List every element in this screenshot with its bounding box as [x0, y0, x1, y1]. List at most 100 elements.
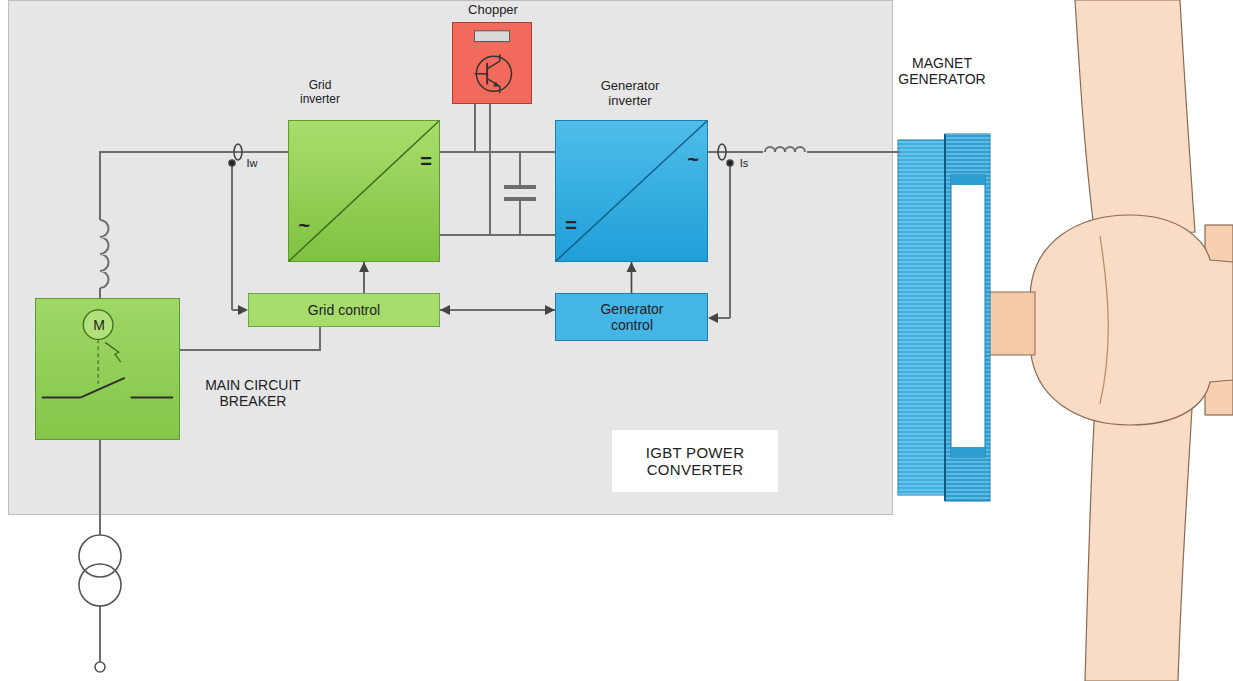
- connector-line: [440, 104, 475, 152]
- drawing-part: [42, 397, 80, 399]
- drawing-part: [1085, 404, 1192, 681]
- drawing-part: [729, 163, 731, 318]
- drawing-part: [519, 152, 521, 187]
- arrow-head: [440, 305, 450, 315]
- drawing-part: [944, 134, 946, 501]
- arrow-head: [359, 262, 369, 272]
- signal-name: Iw: [244, 157, 260, 170]
- drawing-part: [79, 564, 121, 606]
- chopper-box: Chopper: [452, 22, 532, 104]
- drawing-part: [487, 79, 500, 94]
- rotor-blade: [1030, 0, 1233, 681]
- connector-line: [440, 234, 555, 236]
- drawing-part: [238, 305, 248, 315]
- breaker-box: MAIN CIRCUIT BREAKERM: [35, 298, 180, 440]
- drawing-part: [951, 447, 985, 457]
- arrow-head: [627, 262, 637, 272]
- drawing-part: [474, 31, 509, 42]
- drawing-part: [99, 605, 101, 662]
- control-box: Grid control: [248, 293, 440, 327]
- connector: [440, 305, 555, 315]
- drawing-part: [1075, 0, 1195, 236]
- chopper-symbol: [453, 23, 531, 103]
- drawing-part: [951, 175, 985, 185]
- connector: [627, 262, 637, 293]
- drawing-part: [475, 151, 555, 153]
- drawing-part: [93, 220, 113, 288]
- panel-title: IGBT POWER CONVERTER: [612, 430, 778, 492]
- drawing-part: [718, 317, 730, 319]
- shaft: [985, 292, 1035, 355]
- drawing-part: [229, 160, 235, 166]
- connector: [180, 327, 320, 350]
- drawing-part: [493, 82, 499, 87]
- box-label: MAIN CIRCUIT BREAKER: [191, 377, 315, 409]
- drawing-part: [231, 163, 233, 310]
- connector: [100, 152, 288, 298]
- inductor-symbol: [93, 220, 113, 288]
- grid-inverter-box: Grid inverter=~: [288, 120, 440, 262]
- connector: [440, 235, 555, 236]
- drawing-part: [504, 185, 536, 189]
- generator-drawing: [898, 134, 990, 501]
- converter-diagonal: [556, 121, 707, 261]
- converter-symbol: ~: [684, 149, 702, 169]
- drawing-part: [504, 197, 536, 201]
- box-label: Generator inverter: [584, 79, 676, 109]
- drawing-part: [1100, 236, 1108, 404]
- drawing-part: [487, 54, 500, 69]
- arrow-head: [545, 305, 555, 315]
- drawing-part: [945, 134, 990, 501]
- drawing-part: [489, 104, 491, 235]
- drawing-part: [898, 140, 945, 495]
- drawing-part: [727, 160, 733, 166]
- generator-inverter-box: Generator inverter~=: [555, 120, 708, 262]
- control-box: Generator control: [555, 293, 708, 341]
- drawing-part: [898, 140, 945, 495]
- drawing-part: [945, 134, 990, 501]
- drawing-part: [95, 662, 105, 672]
- drawing-part: [98, 339, 99, 383]
- current-sensor: [229, 144, 248, 315]
- drawing-part: [289, 121, 439, 261]
- box-label: Grid control: [258, 302, 430, 318]
- inductor-symbol: [763, 140, 807, 156]
- connector: [359, 262, 369, 293]
- drawing-part: [951, 175, 985, 457]
- drawing-part: [100, 220, 109, 288]
- part-name: MAGNET GENERATOR: [889, 55, 995, 87]
- drawing-part: [765, 147, 805, 152]
- connector: [440, 104, 475, 152]
- drawing-part: [99, 440, 101, 535]
- drawing-part: [131, 397, 173, 399]
- drawing-part: [519, 199, 521, 235]
- connector-line: [440, 309, 555, 311]
- box-label: Grid inverter: [289, 79, 351, 107]
- capacitor-symbol: [504, 185, 536, 201]
- drawing-part: [83, 310, 113, 340]
- breaker-symbol: [36, 299, 179, 439]
- box-label: Generator control: [584, 301, 680, 333]
- converter-symbol: ~: [295, 215, 313, 235]
- drawing-part: [1030, 215, 1233, 425]
- connector-line: [100, 152, 288, 298]
- drawing-part: [763, 140, 807, 156]
- wires: [100, 104, 900, 662]
- drawing-part: [556, 121, 707, 261]
- drawing-part: [474, 73, 487, 74]
- drawing-part: [234, 144, 242, 160]
- converter-symbol: =: [417, 151, 435, 171]
- box-label: Chopper: [443, 3, 543, 18]
- connector-line: [180, 327, 320, 350]
- box-label: M: [85, 317, 113, 333]
- drawing-part: [105, 342, 121, 362]
- drawing-part: [708, 313, 718, 323]
- converter-diagonal: [289, 121, 439, 261]
- converter-panel: IGBT POWER CONVERTER Chopper Grid invert…: [8, 0, 893, 515]
- transformer-symbol: [79, 535, 121, 672]
- signal-name: Is: [736, 157, 752, 170]
- drawing-part: [718, 144, 726, 160]
- drawing-part: [80, 378, 124, 398]
- current-sensor: [708, 144, 733, 323]
